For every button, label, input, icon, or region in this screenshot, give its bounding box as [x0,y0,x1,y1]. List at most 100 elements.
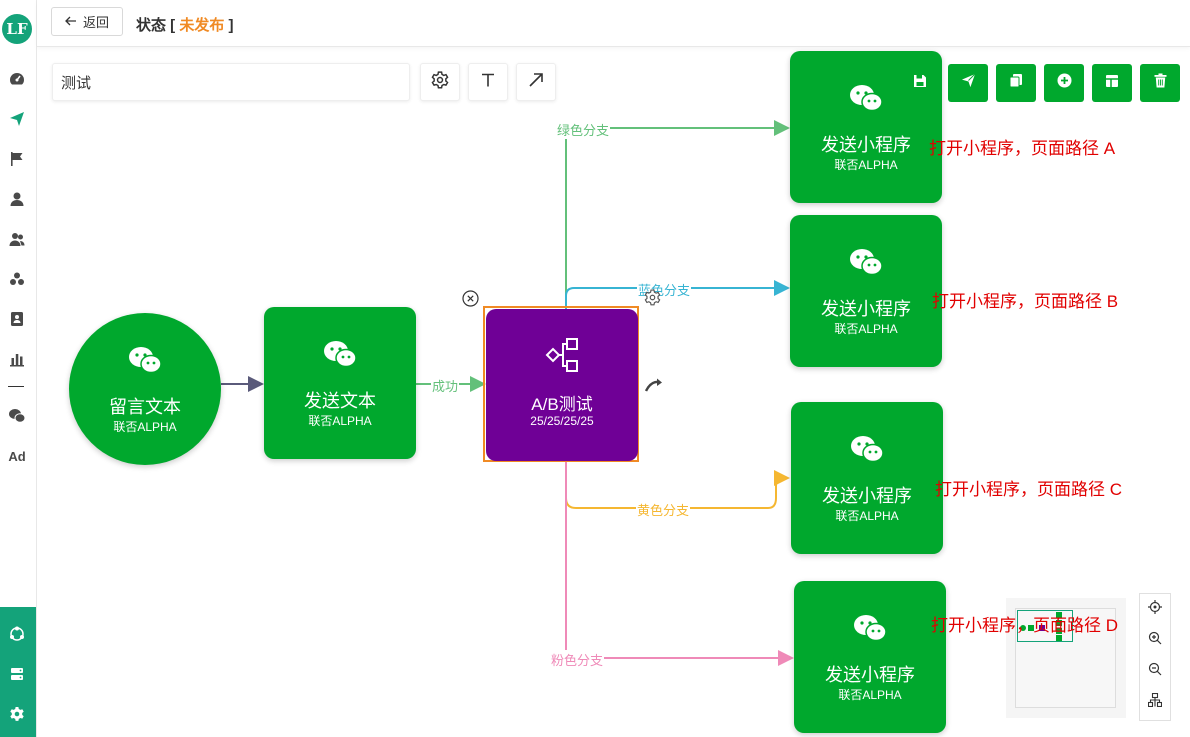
edge-label-yellow[interactable]: 黄色分支 [636,500,691,519]
text-icon [480,72,496,93]
add-button[interactable] [1044,64,1084,102]
zoom-in-button[interactable] [1140,625,1170,656]
bar-chart-icon[interactable] [7,349,27,369]
tree-layout-icon [1147,692,1163,712]
node-settings-gear-icon[interactable] [644,289,661,311]
status-value: 未发布 [179,17,225,34]
plus-circle-icon [1057,73,1072,93]
user-icon[interactable] [7,189,27,209]
publish-status: 状态 [ 未发布 ] [136,17,234,34]
crosshair-icon [1148,600,1162,619]
node-send-text[interactable]: 发送文本 联否ALPHA [264,307,416,459]
publish-button[interactable] [948,64,988,102]
copy-button[interactable] [996,64,1036,102]
node-subtitle: 联否ALPHA [308,414,372,428]
canvas-settings-button[interactable] [420,63,460,101]
sidebar-divider [8,386,24,387]
server-icon[interactable] [7,664,27,684]
template-button[interactable] [1092,64,1132,102]
node-subtitle: 25/25/25/25 [530,414,594,428]
minimap-node [1056,635,1062,641]
users-icon[interactable] [7,229,27,249]
node-subtitle: 联否ALPHA [834,322,898,336]
node-subtitle: 联否ALPHA [834,158,898,172]
app-logo[interactable]: LF [2,14,32,44]
arrow-left-icon [65,14,77,29]
node-title: 发送小程序 [821,299,911,319]
back-button-label: 返回 [82,15,109,30]
contact-card-icon[interactable] [7,309,27,329]
sidebar-bottom [0,607,36,737]
add-arrow-button[interactable] [516,63,556,101]
wechat-icon [852,613,888,648]
node-mini-b[interactable]: 发送小程序 联否ALPHA [790,215,942,367]
note-path-a[interactable]: 打开小程序，页面路径 A [929,139,1116,158]
add-text-button[interactable] [468,63,508,101]
wechat-icon [849,434,885,469]
minimap-frame [1015,608,1116,708]
back-button[interactable]: 返回 [51,7,123,36]
edge-blue-branch[interactable] [565,280,790,309]
node-title: A/B测试 [531,395,593,414]
zoom-out-icon [1148,662,1162,681]
minimap-node [1020,625,1026,631]
connect-handle-icon[interactable] [644,377,663,398]
node-subtitle: 联否ALPHA [113,420,177,434]
save-button[interactable] [900,64,940,102]
node-ab-test[interactable]: A/B测试 25/25/25/25 [486,309,638,461]
minimap-node [1056,612,1062,618]
edge-pink-branch[interactable] [565,461,794,666]
node-title: 发送文本 [304,391,376,411]
node-title: 发送小程序 [822,486,912,506]
delete-button[interactable] [1140,64,1180,102]
save-icon [913,74,927,93]
ab-branch-icon [545,337,581,378]
node-start[interactable]: 留言文本 联否ALPHA [69,313,221,465]
node-subtitle: 联否ALPHA [838,688,902,702]
minimap[interactable] [1006,598,1126,718]
node-mini-c[interactable]: 发送小程序 联否ALPHA [791,402,943,554]
network-icon[interactable] [7,624,27,644]
wechat-icon [322,339,358,374]
note-path-d[interactable]: 打开小程序，页面路径 D [931,616,1118,635]
group-icon[interactable] [7,269,27,289]
selection-outline [483,306,639,462]
trash-icon [1154,73,1167,93]
wechat-icon[interactable] [7,406,27,426]
zoom-in-icon [1148,631,1162,650]
top-bar: 返回 状态 [ 未发布 ] [37,0,1190,47]
dashboard-icon[interactable] [7,69,27,89]
settings-gear-icon[interactable] [7,704,27,724]
edge-label-pink[interactable]: 粉色分支 [550,650,605,669]
minimap-viewport[interactable] [1017,610,1073,642]
auto-layout-button[interactable] [1140,687,1170,718]
note-path-c[interactable]: 打开小程序，页面路径 C [935,480,1122,499]
minimap-node [1039,625,1045,631]
send-icon[interactable] [7,109,27,129]
gear-icon [431,70,449,94]
node-subtitle: 联否ALPHA [835,509,899,523]
node-mini-d[interactable]: 发送小程序 联否ALPHA [794,581,946,733]
wechat-icon [848,83,884,118]
layout-icon [1105,74,1119,93]
node-title: 留言文本 [109,397,181,417]
sidebar: LF Ad [0,0,37,737]
flow-name-input[interactable] [52,63,410,101]
delete-node-icon[interactable] [462,290,479,312]
node-title: 发送小程序 [821,135,911,155]
edge-label-success[interactable]: 成功 [431,376,460,395]
minimap-node [1028,625,1034,631]
arrow-up-right-icon [528,72,544,93]
flag-icon[interactable] [7,149,27,169]
paper-plane-icon [961,73,976,93]
edge-yellow-branch[interactable] [565,461,790,509]
zoom-controls [1139,593,1171,721]
minimap-node [1056,620,1062,626]
edge-label-green[interactable]: 绿色分支 [556,120,611,139]
zoom-out-button[interactable] [1140,656,1170,687]
copy-icon [1009,73,1023,93]
locate-button[interactable] [1140,594,1170,625]
ad-icon[interactable]: Ad [8,448,26,464]
node-title: 发送小程序 [825,665,915,685]
note-path-b[interactable]: 打开小程序，页面路径 B [932,292,1119,311]
